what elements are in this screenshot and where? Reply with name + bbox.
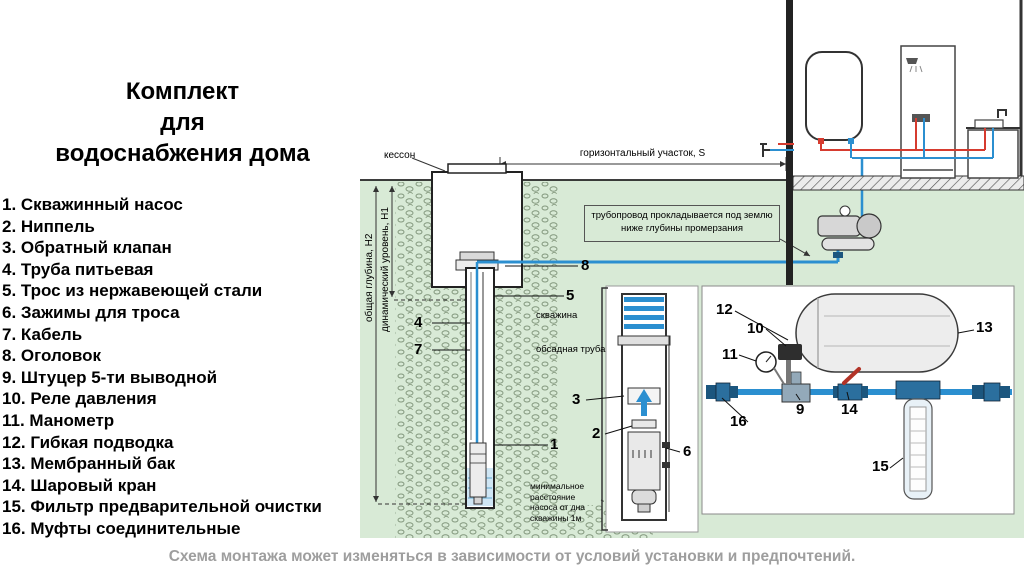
legend-item-15: 15. Фильтр предварительной очистки — [2, 497, 322, 517]
callout-7: 7 — [414, 341, 423, 358]
legend-item-16: 16. Муфты соединительные — [2, 518, 241, 538]
callout-2: 2 — [592, 425, 601, 442]
legend-item-5: 5. Трос из нержавеющей стали — [2, 281, 263, 301]
filter-cartridge — [909, 406, 927, 492]
legend-item-1: 1. Скважинный насос — [2, 195, 183, 214]
page-title-line-3: водоснабжения дома — [55, 140, 310, 167]
flow-arrow-icon — [636, 389, 652, 402]
caisson — [431, 163, 523, 288]
pump-motor — [856, 213, 882, 239]
callout-6: 6 — [683, 443, 692, 460]
water-filter — [895, 380, 941, 500]
label-well: скважина — [536, 310, 578, 321]
shower-mixer — [912, 114, 930, 122]
well-head-flange — [459, 251, 495, 261]
footer-caption: Схема монтажа может изменяться в зависим… — [168, 548, 856, 565]
label-horizontal-section: горизонтальный участок, S — [579, 148, 706, 159]
legend-list: 1. Скважинный насос 2. Ниппель 3. Обратн… — [2, 194, 322, 540]
five-way-fitting — [781, 371, 811, 403]
label-kesson: кессон — [384, 150, 416, 161]
callout-3: 3 — [572, 391, 581, 408]
page-title-line-1: Комплект — [125, 78, 240, 105]
house-foundation — [786, 188, 793, 285]
callout-8: 8 — [581, 257, 590, 274]
sink-basin — [974, 119, 1004, 129]
manometer — [755, 351, 785, 385]
outdoor-tap-icon — [760, 143, 770, 157]
casing-coupling — [617, 335, 671, 346]
pipeline-note-arrow — [779, 238, 811, 257]
legend-item-7: 7. Кабель — [2, 324, 83, 344]
cable-clamp — [662, 442, 670, 448]
station-tank — [821, 237, 875, 251]
callout-10: 10 — [747, 320, 764, 337]
callout-15: 15 — [872, 458, 889, 475]
legend-item-8: 8. Оголовок — [2, 346, 102, 366]
legend-item-4: 4. Труба питьевая — [2, 259, 154, 279]
page-title: Комплект для водоснабжения дома — [10, 76, 355, 169]
callout-14: 14 — [841, 401, 858, 418]
station-gauge-icon — [839, 205, 851, 217]
label-casing: обсадная труба — [536, 344, 606, 355]
page-title-line-2: для — [160, 109, 205, 136]
pump-station — [817, 205, 882, 258]
valve-handle — [842, 367, 861, 385]
nipple — [631, 419, 657, 429]
legend-item-10: 10. Реле давления — [2, 389, 157, 409]
station-fitting — [833, 252, 843, 258]
label-min-distance: минимальное расстояние насоса от дна скв… — [530, 481, 586, 523]
caisson-lid — [447, 163, 507, 174]
label-pipeline-note: трубопровод прокладывается под землю ниж… — [584, 205, 780, 242]
shower-cabin — [900, 45, 956, 179]
ball-valve — [833, 367, 868, 401]
house-structure — [786, 0, 1024, 285]
coupling-right — [972, 382, 1010, 402]
shower-head-icon — [906, 58, 918, 64]
legend-item-6: 6. Зажимы для троса — [2, 302, 180, 322]
detail-bracket — [601, 287, 608, 531]
legend-item-9: 9. Штуцер 5-ти выводной — [2, 367, 218, 387]
callout-16: 16 — [730, 413, 747, 430]
label-depth-total: общая глубина, Н2 — [364, 233, 375, 322]
callout-9: 9 — [796, 401, 805, 418]
well-pump — [469, 442, 487, 505]
dimension-lines — [373, 157, 811, 516]
coupling-left — [706, 382, 738, 402]
hot-water-pipe — [778, 118, 986, 151]
callout-1: 1 — [550, 436, 559, 453]
label-depth-dynamic: динамический уровень, Н1 — [380, 207, 391, 332]
pump-detail-panel — [601, 285, 699, 533]
legend-item-11: 11. Манометр — [2, 410, 115, 430]
callout-4: 4 — [414, 314, 423, 331]
kesson-leader — [411, 157, 446, 172]
legend-item-2: 2. Ниппель — [2, 216, 95, 236]
callout-12: 12 — [716, 301, 733, 318]
flexible-hose — [790, 371, 802, 385]
legend-item-13: 13. Мембранный бак — [2, 454, 176, 474]
legend-item-3: 3. Обратный клапан — [2, 238, 172, 258]
callout-13: 13 — [976, 319, 993, 336]
pressure-relay — [778, 344, 802, 384]
detail-pump-body — [627, 431, 661, 491]
house-wall — [786, 0, 793, 188]
leader-lines — [432, 265, 975, 469]
legend-item-12: 12. Гибкая подводка — [2, 432, 174, 452]
faucet-icon — [997, 109, 1007, 118]
legend-item-14: 14. Шаровый кран — [2, 475, 157, 495]
callout-11: 11 — [722, 346, 738, 363]
membrane-tank — [795, 293, 959, 373]
water-heater — [805, 51, 863, 144]
cable-clamp — [662, 462, 670, 468]
indoor-cold-pipe — [770, 118, 994, 159]
callout-5: 5 — [566, 287, 575, 304]
